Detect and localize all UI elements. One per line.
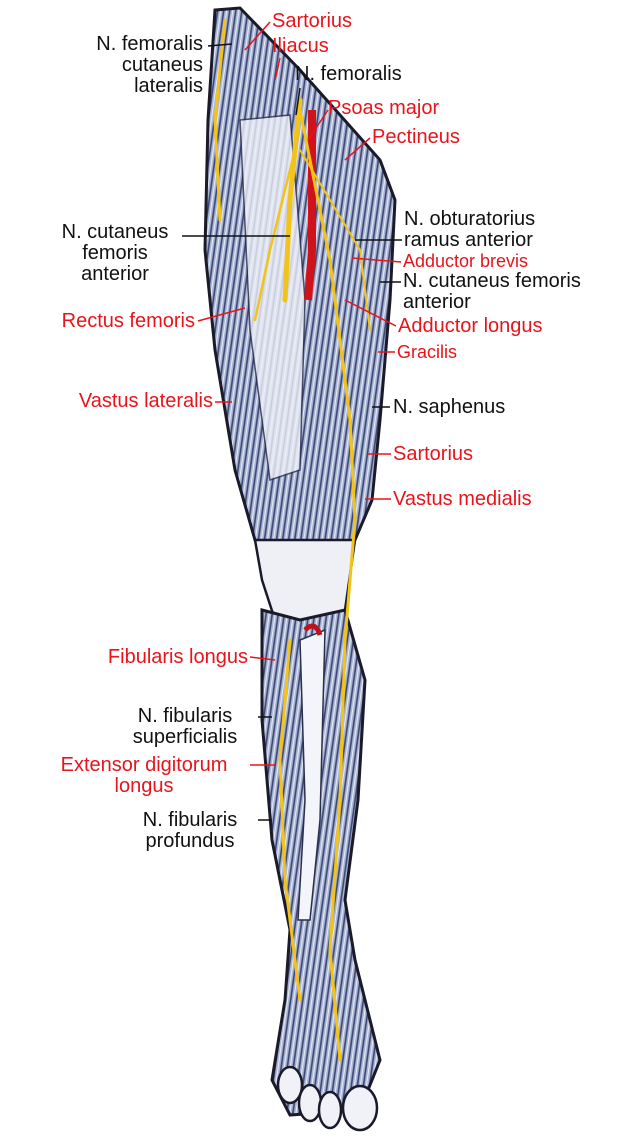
artery [304,110,316,301]
label-fibularis-longus: Fibularis longus [107,646,248,668]
label-vastus-medialis: Vastus medialis [393,488,532,510]
label-n-cutaneus-femoris-anterior-left: N. cutaneus femoris anterior [61,221,169,285]
label-sartorius-top: Sartorius [272,10,353,32]
label-n-femoralis: N. femoralis [295,63,402,85]
label-gracilis: Gracilis [397,342,458,362]
nerves [213,18,371,1062]
label-n-femoralis-cutaneus-lateralis: N. femoralis cutaneus lateralis [96,33,203,97]
label-adductor-longus: Adductor longus [398,315,543,337]
label-n-fibularis-superficialis: N. fibularis superficialis [132,705,238,748]
label-iliacus: Iliacus [272,35,329,57]
artery-knee [303,623,323,636]
label-rectus-femoris: Rectus femoris [61,310,195,332]
label-n-saphenus: N. saphenus [393,396,506,418]
label-n-cutaneus-femoris-anterior-right: N. cutaneus femoris anterior [403,270,581,313]
lower-leg [260,608,382,1117]
label-pectineus: Pectineus [372,126,460,148]
tibia [297,628,326,921]
label-extensor-digitorum-longus: Extensor digitorum longus [60,754,228,797]
label-vastus-lateralis: Vastus lateralis [78,390,213,412]
label-n-obturatorius-ramus-anterior: N. obturatorius ramus anterior [404,208,536,251]
leader-lines [182,21,402,821]
label-adductor-brevis: Adductor brevis [403,251,529,271]
label-n-fibularis-profundus: N. fibularis profundus [142,809,238,852]
label-psoas-major: Psoas major [328,97,440,119]
toes [276,1065,379,1132]
label-sartorius-mid: Sartorius [393,443,474,465]
